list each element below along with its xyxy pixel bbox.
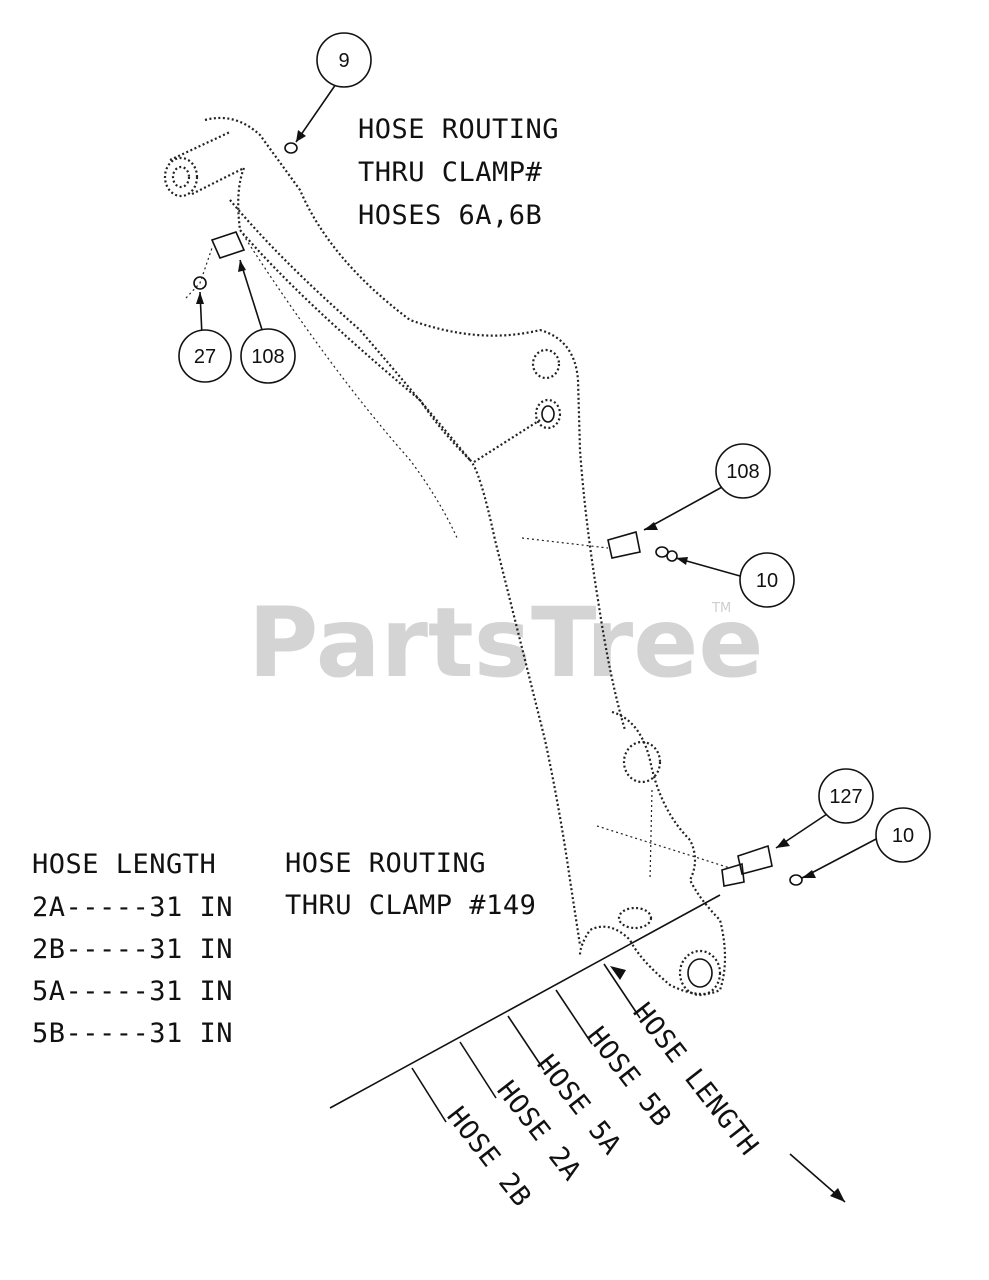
lower-bushing	[678, 949, 722, 997]
callout-127[interactable]: 127	[818, 768, 874, 824]
leader-lines	[196, 83, 879, 879]
note-top-line-1: HOSE ROUTING	[358, 114, 559, 145]
watermark-trademark: TM	[711, 601, 731, 616]
note-hose-routing-top: HOSE ROUTING THRU CLAMP# HOSES 6A,6B	[358, 114, 559, 231]
pivot-tube-end	[163, 156, 199, 198]
note-top-line-3: HOSES 6A,6B	[358, 200, 542, 231]
callout-108-mid-label: 108	[726, 461, 759, 483]
note-hose-routing-lower: HOSE ROUTING THRU CLAMP #149	[285, 848, 536, 921]
callout-108-top[interactable]: 108	[240, 328, 296, 384]
callout-9-label: 9	[338, 50, 349, 72]
lower-pivot	[622, 740, 662, 784]
hose-length-row: 2A-----31 IN	[32, 892, 233, 923]
hardware	[185, 142, 803, 887]
callout-108-top-label: 108	[251, 346, 284, 368]
hose-length-table: HOSE LENGTH 2A-----31 IN 2B-----31 IN 5A…	[32, 849, 233, 1049]
clamp-127-icon	[737, 844, 773, 875]
note-lower-line-2: THRU CLAMP #149	[285, 890, 536, 921]
upper-bushing-2	[534, 398, 562, 430]
callout-127-label: 127	[829, 786, 862, 808]
note-lower-line-1: HOSE ROUTING	[285, 848, 486, 879]
callout-9[interactable]: 9	[316, 32, 372, 88]
clamp-108-top-icon	[210, 231, 246, 259]
fitting-9-icon	[284, 142, 298, 154]
hose-length-lines	[329, 894, 846, 1203]
clamp-108-mid-icon	[607, 530, 641, 559]
callout-27[interactable]: 27	[178, 329, 232, 383]
callout-10-bottom[interactable]: 10	[875, 807, 931, 863]
watermark-text: PartsTree	[248, 587, 763, 699]
hose-labels: HOSE LENGTH HOSE 5B HOSE 5A HOSE 2A HOSE…	[440, 997, 764, 1213]
callout-10-mid[interactable]: 10	[739, 552, 795, 608]
callout-10-bottom-label: 10	[892, 825, 914, 847]
hose-length-row: 2B-----31 IN	[32, 934, 233, 965]
callout-108-mid[interactable]: 108	[715, 443, 771, 499]
callout-10-mid-label: 10	[756, 570, 778, 592]
boom-arm	[163, 116, 727, 997]
hose-length-row: 5A-----31 IN	[32, 976, 233, 1007]
nut-27-icon	[193, 276, 207, 290]
hose-length-heading: HOSE LENGTH	[32, 849, 216, 880]
note-top-line-2: THRU CLAMP#	[358, 157, 543, 188]
upper-bushing-1	[531, 348, 561, 380]
bolt-10-mid-icon	[655, 546, 669, 558]
bolt-10-bottom-icon	[789, 874, 803, 886]
callout-27-label: 27	[194, 346, 216, 368]
hose-length-row: 5B-----31 IN	[32, 1018, 233, 1049]
